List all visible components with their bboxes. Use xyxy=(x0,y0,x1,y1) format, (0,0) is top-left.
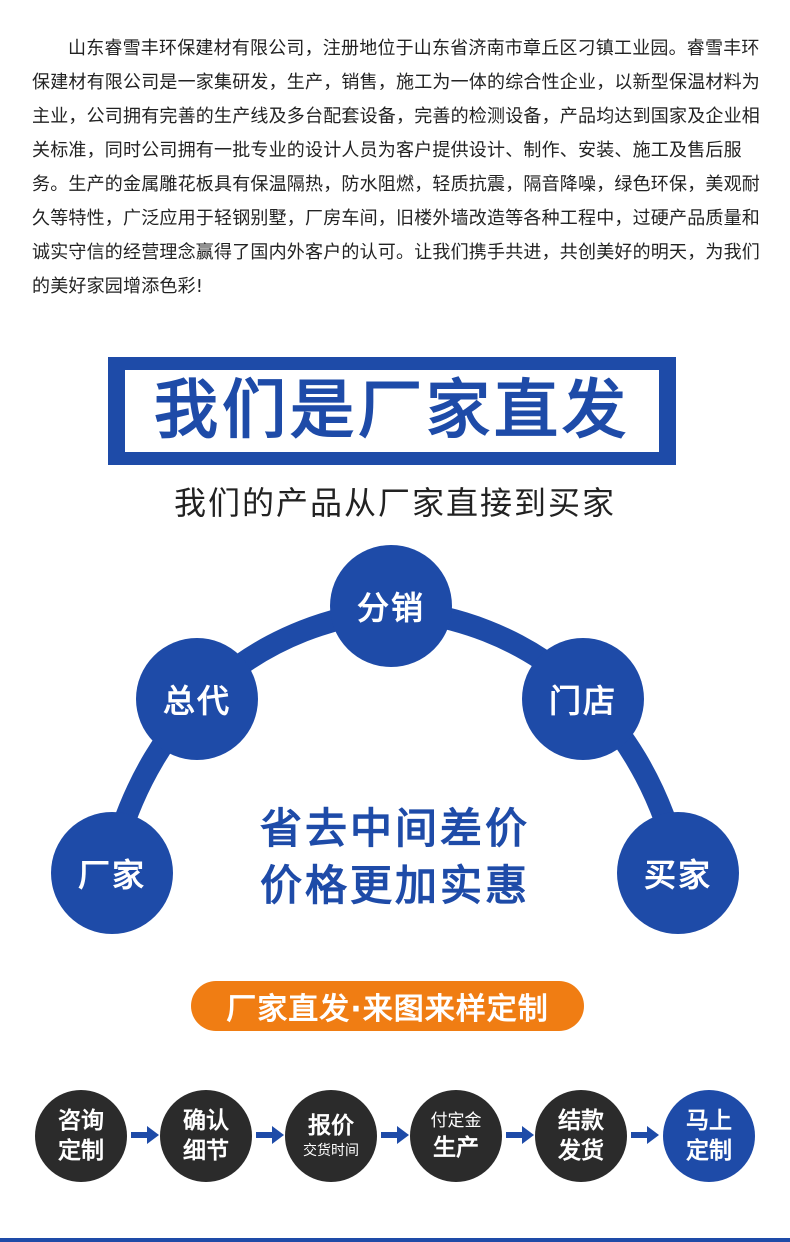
factory-direct-banner: 我们是厂家直发 xyxy=(108,357,676,465)
arrow-right-icon xyxy=(256,1126,284,1144)
banner-title: 我们是厂家直发 xyxy=(154,374,630,448)
subtitle: 我们的产品从厂家直接到买家 xyxy=(173,484,616,522)
arrow-right-icon xyxy=(631,1126,659,1144)
custom-order-pill: 厂家直发·来图来样定制 xyxy=(191,981,584,1031)
step-confirm: 确认 细节 xyxy=(160,1090,252,1182)
node-store: 门店 xyxy=(522,638,644,760)
arrow-right-icon xyxy=(506,1126,534,1144)
step-payment: 结款 发货 xyxy=(535,1090,627,1182)
step-consult: 咨询 定制 xyxy=(35,1090,127,1182)
node-buyer: 买家 xyxy=(617,812,739,934)
step-quote: 报价 交货时间 xyxy=(285,1090,377,1182)
step-deposit: 付定金 生产 xyxy=(410,1090,502,1182)
arrow-right-icon xyxy=(131,1126,159,1144)
node-factory: 厂家 xyxy=(51,812,173,934)
slogan-line-1: 省去中间差价 xyxy=(259,804,530,853)
bottom-divider xyxy=(0,1238,790,1242)
slogan-line-2: 价格更加实惠 xyxy=(259,861,530,910)
step-order-now: 马上 定制 xyxy=(663,1090,755,1182)
node-distribution: 分销 xyxy=(330,545,452,667)
company-intro: 山东睿雪丰环保建材有限公司，注册地位于山东省济南市章丘区刁镇工业园。睿雪丰环保建… xyxy=(32,32,762,304)
intro-paragraph: 山东睿雪丰环保建材有限公司，注册地位于山东省济南市章丘区刁镇工业园。睿雪丰环保建… xyxy=(32,38,760,297)
node-general-agent: 总代 xyxy=(136,638,258,760)
arrow-right-icon xyxy=(381,1126,409,1144)
